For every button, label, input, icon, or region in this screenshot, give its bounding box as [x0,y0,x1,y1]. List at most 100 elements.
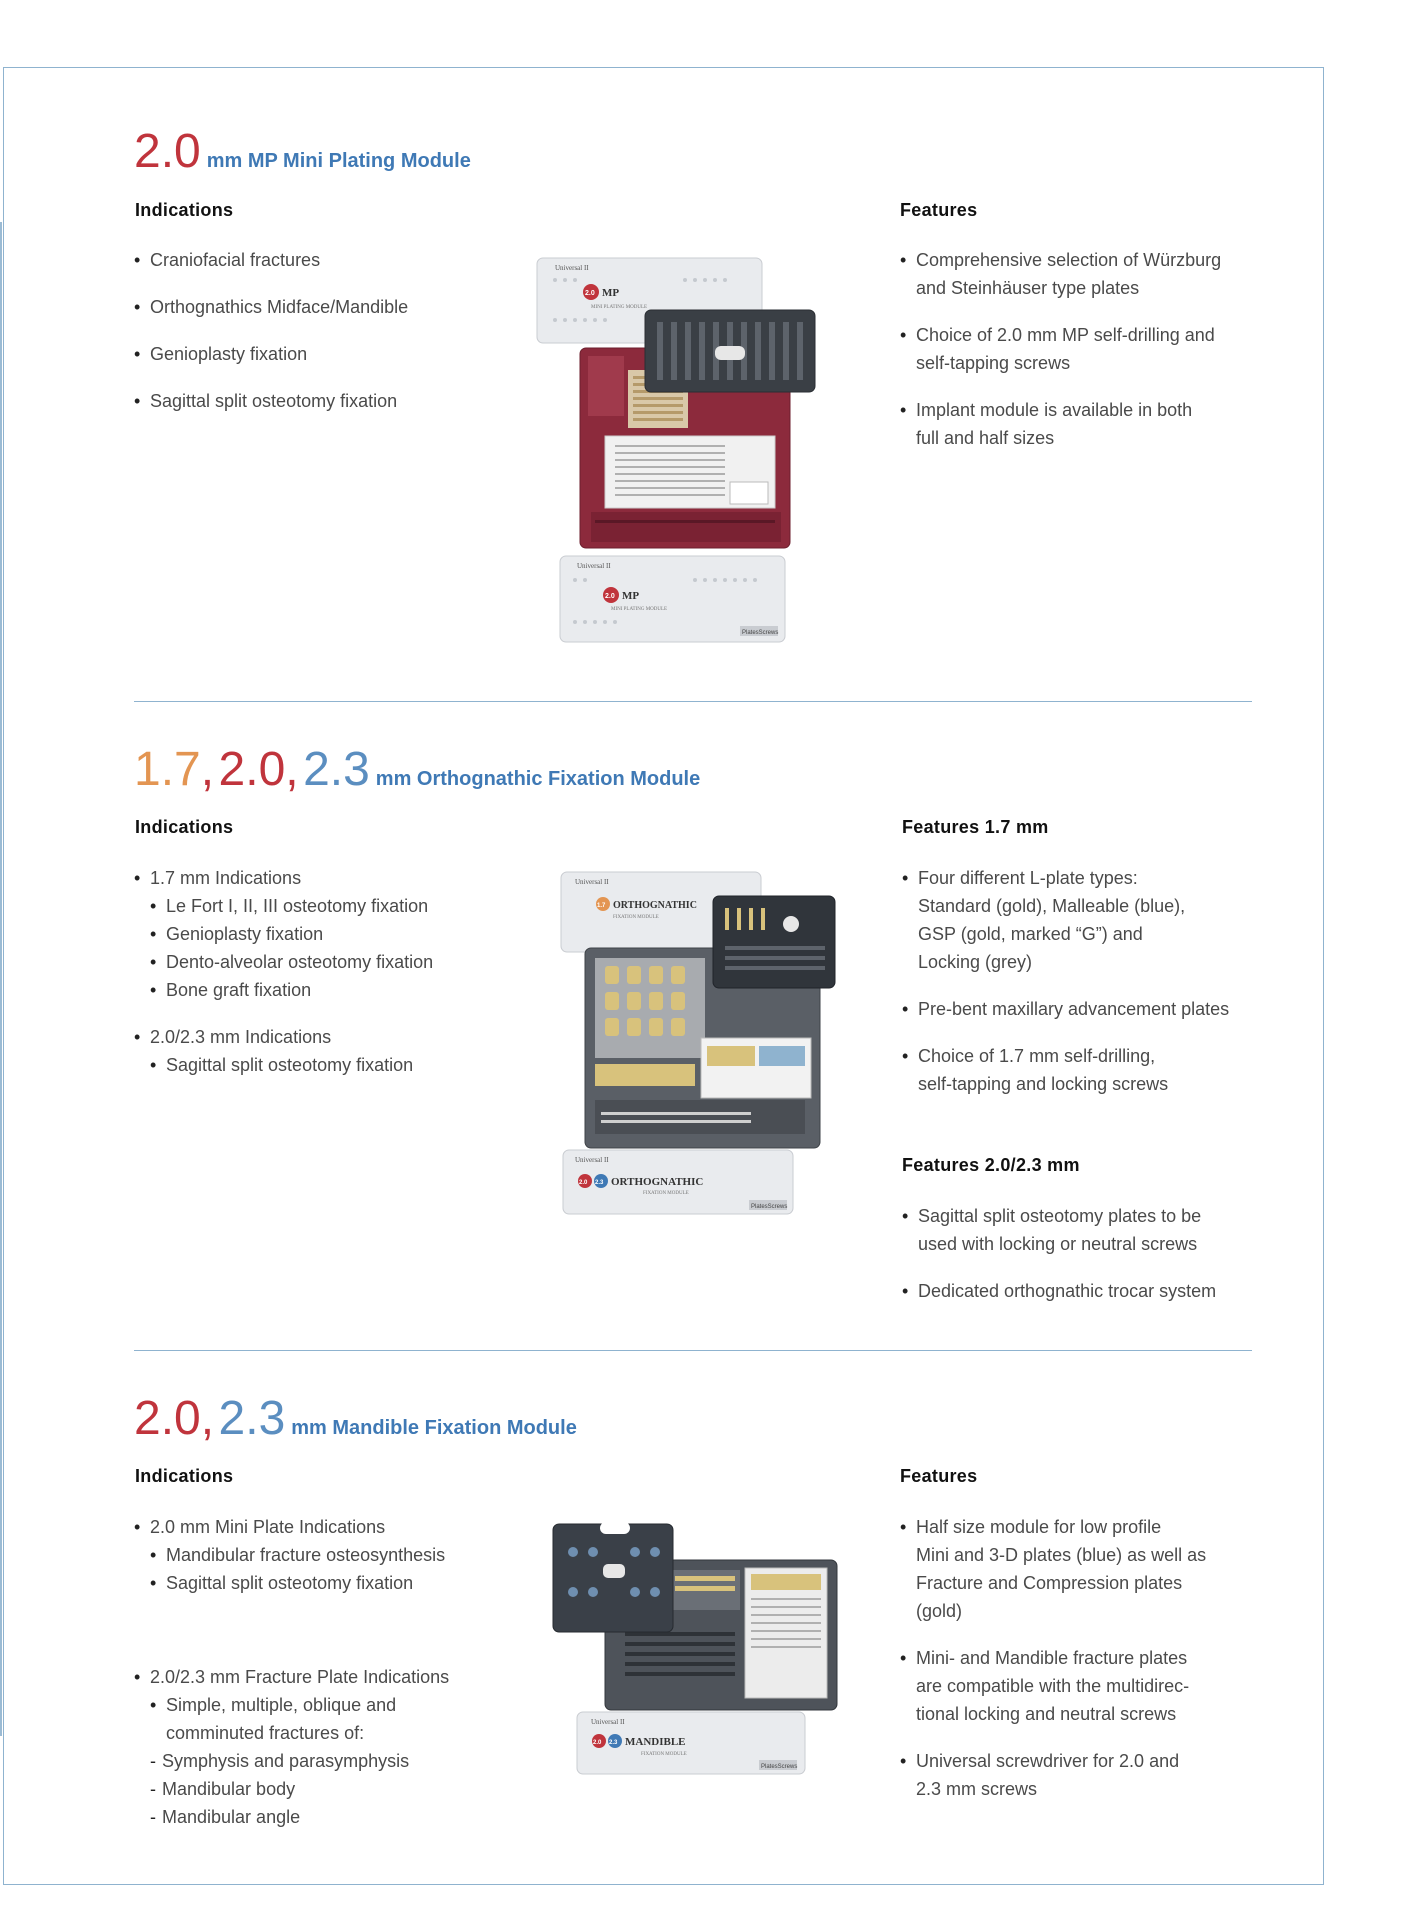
list-item: Genioplasty fixation [134,340,494,368]
features-title: Features [900,200,978,220]
lid-size-badge: 2.0 [593,1740,602,1746]
features-list: Four different L-plate types:Standard (g… [902,864,1302,1098]
list-item: Comprehensive selection of Würzburg and S… [900,246,1300,302]
line: 2.3 mm screws [916,1779,1038,1799]
heading-size-1: 2.0 [134,1392,201,1445]
line: Pre-bent maxillary advancement plates [918,999,1230,1019]
lid-name: MANDIBLE [625,1736,686,1748]
line: Simple, multiple, oblique and [166,1695,397,1715]
tray-base [579,347,791,549]
features-title: Features 1.7 mm [902,817,1049,837]
line: Mini- and Mandible fracture plates [916,1648,1188,1668]
heading-subtitle: mm Mandible Fixation Module [291,1417,577,1439]
tray-lid-bottom: Universal II 2.0 2.3 ORTHOGNATHIC FIXATI… [562,1149,794,1215]
list-item: Mini- and Mandible fracture plates are co… [900,1644,1300,1728]
list-item: Sagittal split osteotomy fixation [134,387,494,415]
heading-size-3: 2.3 [303,743,370,796]
lid-size-badge: 2.3 [595,1180,604,1186]
section-divider [134,701,1252,702]
list-item: Mandibular body [150,1775,514,1803]
lid-tag: PlatesScrews [761,1764,797,1770]
line: Four different L-plate types: [918,868,1138,888]
list-item: 2.0 mm Mini Plate Indications [134,1513,514,1541]
lid-size-badge: 2.0 [579,1180,588,1186]
line: Mini and 3-D plates (blue) as well as [916,1545,1207,1565]
lid-module: FIXATION MODULE [641,1752,687,1757]
list-item: Sagittal split osteotomy plates to beuse… [902,1202,1302,1258]
line: are compatible with the multidirec- [916,1676,1190,1696]
line: comminuted fractures of: [166,1723,365,1743]
list-item: 1.7 mm Indications [134,864,514,892]
line: self-tapping screws [916,353,1071,373]
indications-list: 2.0 mm Mini Plate Indications Mandibular… [134,1513,514,1831]
list-item: Mandibular angle [150,1803,514,1831]
tray-base-grey [584,947,821,1149]
lid-size-badge: 2.0 [605,593,615,600]
lid-brand: Universal II [577,562,611,570]
lid-size-badge: 2.0 [585,290,595,297]
indications-title: Indications [135,817,234,837]
list-item: Le Fort I, II, III osteotomy fixation [150,892,514,920]
indications-title: Indications [135,200,234,220]
tray-insert-dark [552,1522,674,1633]
list-item: Symphysis and parasymphysis [150,1747,514,1775]
lid-tag: PlatesScrews [751,1204,787,1210]
page-frame [3,67,1324,1885]
lid-size-badge: 1.7 [597,903,606,909]
line: Choice of 2.0 mm MP self-drilling and [916,325,1215,345]
left-edge-rule [0,222,6,1736]
heading-size-2: 2.0 [218,743,286,796]
list-item: Orthognathics Midface/Mandible [134,293,494,321]
line: Locking (grey) [918,952,1033,972]
list-item: Four different L-plate types:Standard (g… [902,864,1302,976]
list-item: Bone graft fixation [150,976,514,1004]
list-item: Pre-bent maxillary advancement plates [902,995,1302,1023]
heading-size-2: 2.3 [218,1392,286,1445]
line: Choice of 1.7 mm self-drilling, [918,1046,1156,1066]
line: Comprehensive selection of Würzburg [916,250,1222,270]
line: Implant module is available in both [916,400,1193,420]
lid-tag: PlatesScrews [742,630,778,636]
lid-module: FIXATION MODULE [613,915,659,920]
lid-module: FIXATION MODULE [643,1191,689,1196]
list-item: Dedicated orthognathic trocar system [902,1277,1302,1305]
list-item: Genioplasty fixation [150,920,514,948]
line: and Steinhäuser type plates [916,278,1140,298]
lid-module: MINI PLATING MODULE [591,305,647,310]
lid-brand: Universal II [555,264,589,272]
line: Universal screwdriver for 2.0 and [916,1751,1180,1771]
heading-sep: , [200,743,215,796]
indications-title: Indications [135,1466,234,1486]
line: GSP (gold, marked “G”) and [918,924,1143,944]
lid-brand: Universal II [575,1156,609,1164]
list-item: Craniofacial fractures [134,246,494,274]
list-item: Simple, multiple, oblique and comminuted … [150,1691,514,1747]
lid-module: MINI PLATING MODULE [611,607,667,612]
section-divider [134,1350,1252,1351]
heading-size: 2.0 [134,125,201,178]
list-item: 2.0/2.3 mm Indications [134,1023,514,1051]
tray-lid-bottom: Universal II 2.0 MP MINI PLATING MODULE … [559,555,786,643]
list-item: Dento-alveolar osteotomy fixation [150,948,514,976]
lid-brand: Universal II [591,1718,625,1726]
list-item: Sagittal split osteotomy fixation [150,1051,514,1079]
heading-sep: , [285,743,299,796]
lid-brand: Universal II [575,878,609,886]
list-item: Mandibular fracture osteosynthesis [150,1541,514,1569]
features-list: Comprehensive selection of Würzburg and S… [900,246,1300,452]
line: Sagittal split osteotomy plates to be [918,1206,1202,1226]
lid-size-badge: 2.3 [609,1740,618,1746]
heading-subtitle: mm Orthognathic Fixation Module [375,768,701,790]
tray-insert-dark [644,309,816,393]
list-item: Universal screwdriver for 2.0 and 2.3 mm … [900,1747,1300,1803]
lid-name: ORTHOGNATHIC [613,900,697,911]
tray-lid-top: Universal II 1.7 ORTHOGNATHIC FIXATION M… [560,871,762,953]
tray-lid-bottom: Universal II 2.0 2.3 MANDIBLE FIXATION M… [576,1711,806,1775]
lid-name: MP [622,590,639,602]
indications-list: Craniofacial fractures Orthognathics Mid… [134,246,494,415]
tray-insert-dark [712,895,836,989]
orthognathic-module-photo: Universal II 1.7 ORTHOGNATHIC FIXATION M… [553,868,843,1218]
